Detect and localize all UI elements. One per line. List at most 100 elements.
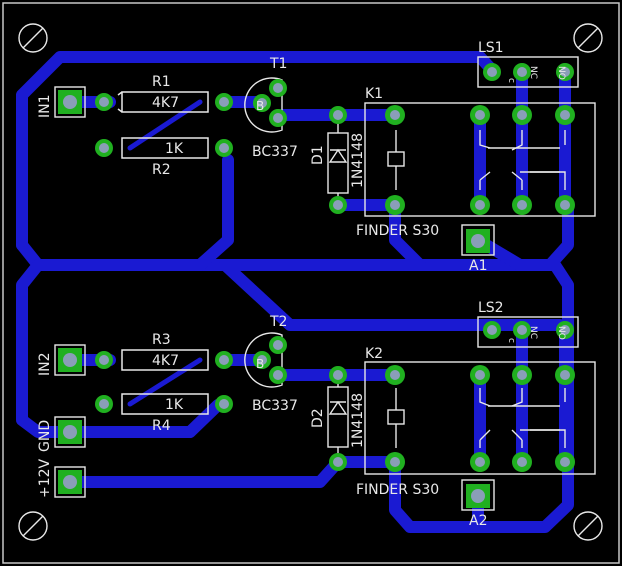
- label-ls1-nc: NC: [528, 66, 538, 79]
- label-t1: T1: [269, 56, 287, 72]
- label-r2-value: 1K: [165, 141, 184, 157]
- k1-pad-4: [512, 105, 532, 125]
- r4-pad-left: [95, 395, 113, 413]
- r1-body: [117, 91, 209, 113]
- trace-mid-left-junction: [32, 154, 234, 271]
- k2-pad-3: [470, 365, 490, 385]
- label-k1: K1: [365, 86, 383, 102]
- ls1-pad-1: [483, 63, 501, 81]
- mounting-hole-br: [573, 511, 603, 541]
- label-d2: D2: [310, 408, 326, 428]
- label-bc337-2: BC337: [252, 398, 298, 414]
- gnd-pad-hole: [63, 425, 77, 439]
- ls1-pad-3: [556, 63, 574, 81]
- k2-pad-7: [512, 452, 532, 472]
- in2-outline: [54, 344, 86, 376]
- label-transistor-b2: B: [256, 357, 264, 371]
- label-ls1: LS1: [478, 40, 504, 56]
- trace-left-lower-bus: [16, 259, 76, 438]
- label-t2: T2: [269, 314, 287, 330]
- label-r4-value: 1K: [165, 397, 184, 413]
- label-a1: A1: [469, 258, 487, 274]
- k2-pad-1: [385, 365, 405, 385]
- r3-pad-right: [215, 351, 233, 369]
- label-r2: R2: [152, 162, 171, 178]
- r2-pad-left: [95, 139, 113, 157]
- a1-outline: [461, 224, 495, 256]
- label-finder-1: FINDER S30: [356, 223, 439, 239]
- k2-pad-6: [470, 452, 490, 472]
- k2-pad-8: [555, 452, 575, 472]
- r3-body: [121, 349, 209, 371]
- silk-rotated-labels: IN1 IN2 GND +12V D1 D2 1N4148 1N4148 c N…: [37, 66, 566, 498]
- trace-r1-r2-diag: [127, 99, 203, 151]
- k1-pad-5: [555, 105, 575, 125]
- label-v12: +12V: [37, 458, 53, 498]
- label-ls2-c: c: [506, 338, 516, 343]
- label-d1: D1: [310, 145, 326, 165]
- label-ls1-no: NO: [556, 66, 566, 80]
- label-in2: IN2: [37, 352, 53, 376]
- gnd-outline: [54, 416, 86, 448]
- k2-pad-4: [512, 365, 532, 385]
- d1-symbol: [328, 148, 348, 163]
- d2-symbol: [328, 400, 348, 415]
- r2-pad-right: [215, 139, 233, 157]
- resistors: [117, 91, 209, 415]
- ls2-pad-2: [513, 321, 531, 339]
- label-bc337-1: BC337: [252, 144, 298, 160]
- r1-pad-left: [95, 93, 113, 111]
- label-a2: A2: [469, 513, 487, 529]
- v12-pad-hole: [63, 475, 77, 489]
- t2-pad-top: [269, 336, 287, 354]
- k1-pad-3: [470, 105, 490, 125]
- r4-body: [121, 393, 209, 415]
- t1-body: [244, 77, 283, 133]
- in2-pad-hole: [63, 353, 77, 367]
- label-k2: K2: [365, 346, 383, 362]
- d1-pad-top: [329, 106, 347, 124]
- ls1-outline: [477, 56, 579, 88]
- label-r4: R4: [152, 418, 171, 434]
- label-d1-type: 1N4148: [350, 133, 366, 188]
- thin-traces: [127, 99, 203, 407]
- round-pads: [63, 63, 575, 503]
- label-r1-value: 4K7: [152, 95, 179, 111]
- r1-pad-right: [215, 93, 233, 111]
- k1-pad-7: [512, 195, 532, 215]
- label-ls1-c: c: [506, 78, 516, 83]
- k1-outline: [364, 102, 596, 217]
- k1-pad-6: [470, 195, 490, 215]
- a2-outline: [461, 479, 495, 511]
- label-r3: R3: [152, 332, 171, 348]
- v12-outline: [54, 466, 86, 498]
- pads: [58, 90, 490, 508]
- in1-outline: [54, 86, 86, 118]
- d2-pad-bot: [329, 453, 347, 471]
- t1-pad-bot: [269, 109, 287, 127]
- k1-pad-1: [385, 105, 405, 125]
- trace-r3-r4-diag: [127, 357, 203, 407]
- d1-pad-bot: [329, 196, 347, 214]
- t2-pad-mid: [253, 351, 271, 369]
- k1-contact-1: [479, 130, 566, 190]
- label-r3-value: 4K7: [152, 353, 179, 369]
- label-ls2-no: NO: [556, 326, 566, 340]
- k2-pad-2: [385, 452, 405, 472]
- a2-pad-hole: [471, 489, 485, 503]
- in1-pad-hole: [63, 95, 77, 109]
- mounting-hole-bl: [18, 511, 48, 541]
- label-ls2: LS2: [478, 300, 504, 316]
- label-transistor-b1: B: [256, 99, 264, 113]
- k2-pad-5: [555, 365, 575, 385]
- trace-d1-k1-bottom: [332, 199, 426, 271]
- k1-pad-2: [385, 195, 405, 215]
- a1-pad-hole: [471, 234, 485, 248]
- t1-pad-mid: [253, 94, 271, 112]
- ls2-outline: [477, 316, 579, 348]
- trace-top-bus: [16, 51, 498, 251]
- k2-contact-1: [479, 388, 566, 448]
- k1-pad-8: [555, 195, 575, 215]
